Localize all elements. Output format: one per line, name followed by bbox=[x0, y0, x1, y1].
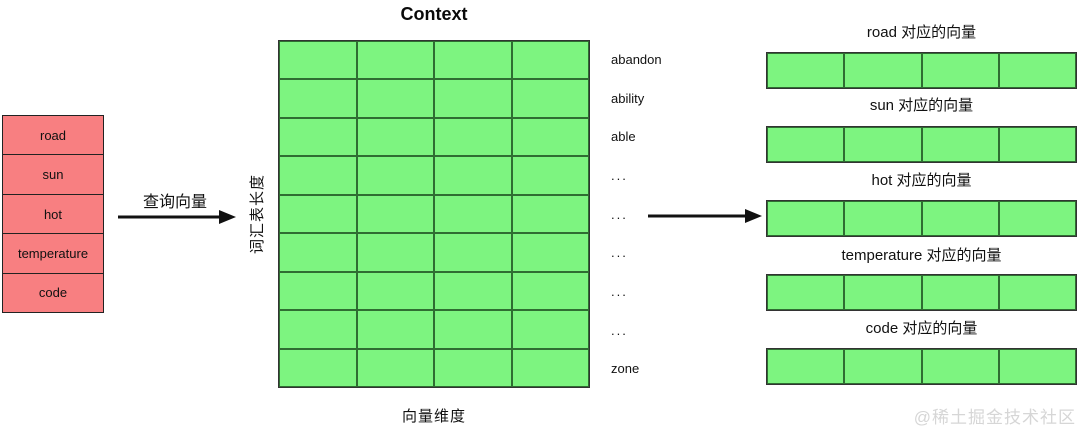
vocab-row-labels: abandon ability able ... ... ... ... ...… bbox=[611, 40, 701, 388]
matrix-cell bbox=[998, 127, 1076, 162]
matrix-cell bbox=[921, 201, 999, 236]
watermark: @稀土掘金技术社区 bbox=[913, 408, 1076, 427]
matrix-cell bbox=[356, 156, 434, 195]
matrix-cell bbox=[767, 275, 845, 310]
matrix-cell bbox=[279, 79, 357, 118]
context-title: Context bbox=[400, 4, 468, 24]
vocab-label-ellipsis-5: ... bbox=[611, 322, 628, 338]
matrix-cell bbox=[511, 117, 589, 157]
matrix-cell bbox=[921, 275, 999, 310]
output-vector-code bbox=[766, 348, 1077, 385]
output-vector-hot bbox=[766, 200, 1077, 237]
matrix-cell bbox=[921, 349, 999, 384]
matrix-cell bbox=[279, 310, 357, 349]
matrix-cell bbox=[356, 79, 434, 118]
embedding-matrix bbox=[278, 40, 590, 388]
matrix-cell bbox=[279, 348, 357, 387]
matrix-cell bbox=[434, 310, 512, 349]
matrix-cell bbox=[998, 201, 1076, 236]
matrix-cell bbox=[434, 79, 512, 118]
matrix-cell bbox=[767, 349, 845, 384]
matrix-cell bbox=[279, 117, 357, 157]
matrix-cell bbox=[998, 349, 1076, 384]
matrix-cell bbox=[434, 271, 512, 311]
matrix-cell bbox=[511, 310, 589, 349]
lookup-arrow-icon bbox=[648, 209, 762, 223]
query-vector-arrow-label: 查询向量 bbox=[142, 194, 207, 211]
x-axis-label: 向量维度 bbox=[401, 408, 466, 425]
matrix-cell bbox=[921, 127, 999, 162]
matrix-cell bbox=[279, 233, 357, 272]
y-axis-label: 词汇表长度 bbox=[249, 174, 266, 255]
vocab-label-ability: ability bbox=[611, 90, 645, 106]
matrix-cell bbox=[434, 41, 512, 80]
matrix-cell bbox=[767, 201, 845, 236]
matrix-cell bbox=[767, 53, 845, 88]
matrix-cell bbox=[844, 349, 922, 384]
vocab-label-ellipsis-4: ... bbox=[611, 283, 628, 299]
matrix-cell bbox=[511, 233, 589, 272]
matrix-cell bbox=[511, 41, 589, 80]
matrix-cell bbox=[844, 53, 922, 88]
vocab-label-ellipsis-2: ... bbox=[611, 206, 628, 222]
matrix-cell bbox=[844, 201, 922, 236]
input-word-hot: hot bbox=[3, 195, 103, 235]
output-vector-label-code: code 对应的向量 bbox=[865, 320, 978, 337]
input-word-table: road sun hot temperature code bbox=[2, 115, 104, 313]
matrix-cell bbox=[434, 348, 512, 387]
matrix-cell bbox=[921, 53, 999, 88]
matrix-cell bbox=[844, 275, 922, 310]
matrix-cell bbox=[511, 156, 589, 195]
matrix-cell bbox=[434, 194, 512, 234]
input-word-code: code bbox=[38, 285, 68, 301]
matrix-cell bbox=[279, 271, 357, 311]
matrix-cell bbox=[434, 156, 512, 195]
vocab-label-ellipsis-3: ... bbox=[611, 245, 628, 261]
matrix-cell bbox=[511, 271, 589, 311]
matrix-cell bbox=[356, 271, 434, 311]
matrix-cell bbox=[511, 79, 589, 118]
output-vector-road bbox=[766, 52, 1077, 89]
query-vector-arrow-icon bbox=[118, 210, 236, 224]
output-vector-label-hot: hot 对应的向量 bbox=[871, 172, 972, 189]
matrix-cell bbox=[434, 233, 512, 272]
vocab-label-zone: zone bbox=[611, 361, 640, 377]
output-vector-label-road: road 对应的向量 bbox=[866, 24, 977, 41]
matrix-cell bbox=[356, 117, 434, 157]
matrix-cell bbox=[356, 194, 434, 234]
input-word-road: road bbox=[3, 116, 103, 156]
matrix-cell bbox=[511, 194, 589, 234]
vocab-label-abandon: abandon bbox=[611, 51, 662, 67]
matrix-cell bbox=[844, 127, 922, 162]
matrix-cell bbox=[434, 117, 512, 157]
output-vector-sun bbox=[766, 126, 1077, 163]
matrix-cell bbox=[279, 194, 357, 234]
matrix-cell bbox=[356, 310, 434, 349]
matrix-cell bbox=[511, 348, 589, 387]
matrix-cell bbox=[767, 127, 845, 162]
matrix-cell bbox=[356, 348, 434, 387]
matrix-cell bbox=[998, 53, 1076, 88]
matrix-cell bbox=[279, 156, 357, 195]
input-word-temperature: temperature bbox=[3, 234, 103, 274]
output-vector-label-sun: sun 对应的向量 bbox=[869, 97, 974, 114]
matrix-cell bbox=[356, 41, 434, 80]
input-word-sun: sun bbox=[3, 155, 103, 195]
output-vector-label-temperature: temperature 对应的向量 bbox=[841, 247, 1002, 264]
matrix-cell bbox=[279, 41, 357, 80]
output-vector-temperature bbox=[766, 274, 1077, 311]
vocab-label-ellipsis-1: ... bbox=[611, 167, 628, 183]
matrix-cell bbox=[998, 275, 1076, 310]
vocab-label-able: able bbox=[611, 129, 636, 145]
matrix-cell bbox=[356, 233, 434, 272]
